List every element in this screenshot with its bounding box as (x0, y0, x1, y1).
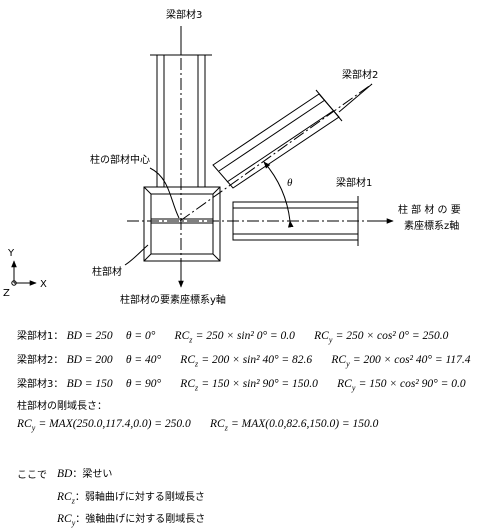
label-z-axis-line2: 素座標系z軸 (404, 219, 459, 232)
definition-rcz: RCz：弱軸曲げに対する剛域長さ (57, 491, 205, 506)
equation-theta: θ = 90° (125, 378, 162, 390)
joint-diagram: θ 梁部材3 梁部材2 梁部材1 柱の部材中心 柱部材 柱 部 材 の 要 素座… (3, 8, 461, 306)
label-z-axis-line1: 柱 部 材 の 要 (398, 203, 461, 216)
global-axes: Y Z X (3, 248, 47, 299)
global-y-label: Y (7, 248, 15, 259)
beam-member-2 (179, 83, 373, 222)
rigid-rcz: = MAX(0.0,82.6,150.0) = 150.0 (231, 418, 379, 430)
equation-rcz: = 250 × sin² 0° = 0.0 (195, 330, 295, 342)
theta-label: θ (287, 177, 293, 189)
label-column-member: 柱部材 (92, 265, 122, 278)
column-center-leader (149, 167, 180, 219)
label-member-3: 梁部材3 (166, 8, 202, 21)
label-member-1: 梁部材1 (336, 176, 372, 189)
equation-bd: BD = 150 (66, 378, 113, 390)
equation-label: 梁部材3： (17, 379, 64, 390)
definition-rcy: RCy：強軸曲げに対する剛域長さ (57, 513, 206, 528)
theta-arc (263, 161, 294, 228)
rigid-zone-title: 柱部材の剛域長さ： (17, 401, 107, 412)
global-x-label: X (40, 279, 47, 290)
equation-member-3: 梁部材3： BD = 150 θ = 90° RCz = 150 × sin² … (17, 378, 466, 393)
rigid-rcy: = MAX(250.0,117.4,0.0) = 250.0 (38, 418, 191, 430)
equation-member-2: 梁部材2： BD = 200 θ = 40° RCz = 200 × sin² … (17, 354, 471, 369)
rigid-zone-equation: RCy = MAX(250.0,117.4,0.0) = 250.0 RCz =… (17, 418, 379, 433)
equation-bd: BD = 250 (66, 330, 113, 342)
global-z-label: Z (3, 288, 10, 299)
equation-rcy: = 250 × cos² 0° = 250.0 (335, 330, 449, 342)
equation-rcy: = 200 × cos² 40° = 117.4 (352, 354, 471, 366)
equation-rcz: = 150 × sin² 90° = 150.0 (201, 378, 318, 390)
definition-bd: BD：梁せい (57, 468, 113, 480)
column-member-leader (124, 244, 149, 266)
equation-bd: BD = 200 (66, 354, 113, 366)
equation-rcy: = 150 × cos² 90° = 0.0 (358, 378, 466, 390)
label-y-axis: 柱部材の要素座標系y軸 (120, 293, 226, 306)
equation-theta: θ = 40° (125, 354, 162, 366)
equation-label: 梁部材2： (17, 355, 64, 366)
equation-theta: θ = 0° (125, 330, 156, 342)
center-lines (127, 58, 372, 274)
definitions-intro: ここで (17, 470, 47, 481)
label-member-2: 梁部材2 (342, 68, 378, 81)
equation-member-1: 梁部材1： BD = 250 θ = 0° RCz = 250 × sin² 0… (17, 330, 449, 345)
column-member (143, 186, 221, 262)
equation-rcz: = 200 × sin² 40° = 82.6 (201, 354, 313, 366)
equation-label: 梁部材1： (17, 331, 64, 342)
label-column-center: 柱の部材中心 (90, 153, 150, 166)
